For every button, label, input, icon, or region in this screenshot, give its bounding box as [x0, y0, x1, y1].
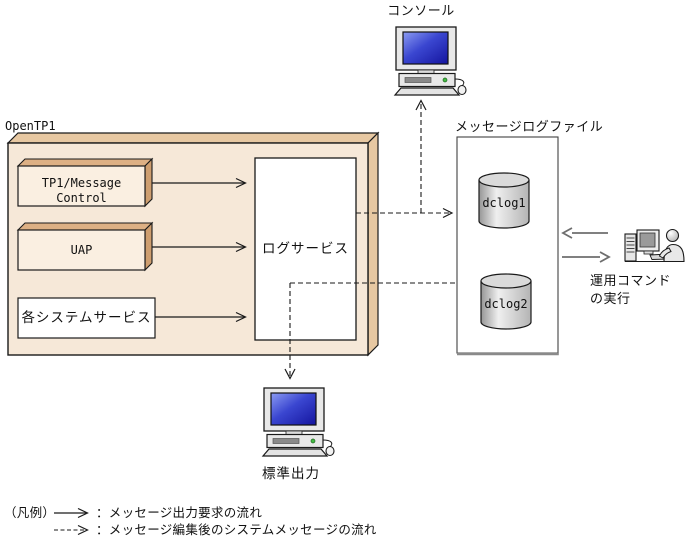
stdout-label: 標準出力 — [262, 466, 320, 481]
tp1-message-control-box: TP1/Message Control — [16, 157, 154, 208]
uap-box: UAP — [16, 221, 154, 272]
operator-label-line2: の実行 — [590, 291, 631, 306]
legend-dashed-arrow — [54, 524, 89, 536]
tp1-message-control-label-line2: Control — [56, 191, 107, 205]
console-label: コンソール — [387, 3, 455, 18]
dashed-logservice-to-stdout — [284, 283, 296, 380]
arrow-tp1mc-to-logservice — [152, 177, 247, 189]
message-log-file-label: メッセージログファイル — [455, 119, 603, 134]
console-computer-icon — [394, 26, 467, 96]
log-service-label: ログサービス — [262, 241, 349, 256]
operator-arm-icon — [658, 247, 672, 259]
legend-solid-label: ：メッセージ出力要求の流れ — [96, 506, 262, 520]
arrow-logfile-to-operator — [562, 251, 611, 263]
dclog2-cylinder: dclog2 — [480, 273, 532, 330]
operator-label-line1: 運用コマンド — [590, 273, 671, 288]
arrow-operator-to-logfile — [561, 227, 608, 239]
system-services-box: 各システムサービス — [17, 297, 156, 339]
operator-head-icon — [665, 228, 680, 243]
dclog1-cylinder: dclog1 — [478, 172, 530, 229]
opentp1-label: OpenTP1 — [5, 119, 56, 133]
dashed-logservice-to-logfile — [356, 207, 454, 219]
legend-title: （凡例） — [4, 506, 55, 520]
dclog2-label: dclog2 — [484, 297, 527, 311]
log-service-box: ログサービス — [254, 157, 357, 341]
legend-solid-arrow — [54, 507, 89, 519]
legend: （凡例） ：メッセージ出力要求の流れ ：メッセージ編集後のシステムメッセージの流… — [4, 506, 377, 537]
operator-icon — [624, 228, 685, 263]
arrow-uap-to-logservice — [152, 241, 247, 253]
legend-dashed-label: ：メッセージ編集後のシステムメッセージの流れ — [96, 522, 377, 537]
stdout-computer-icon — [262, 387, 335, 457]
dashed-branch-to-console — [415, 99, 427, 213]
tp1-message-control-label-line1: TP1/Message — [42, 176, 121, 190]
uap-label: UAP — [71, 243, 93, 257]
system-services-label: 各システムサービス — [21, 310, 151, 325]
arrow-sysservices-to-logservice — [155, 311, 247, 323]
dclog1-label: dclog1 — [482, 196, 525, 210]
